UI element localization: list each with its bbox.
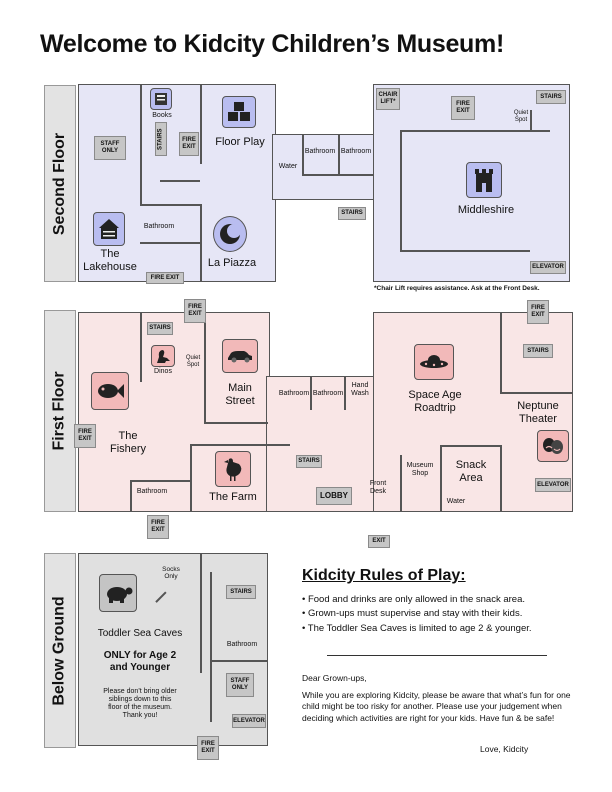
bathroom-label: Bathroom bbox=[226, 641, 258, 648]
theater-masks-icon bbox=[537, 430, 569, 462]
floor-label: Below Ground bbox=[51, 595, 69, 706]
bathroom-label: Bathroom bbox=[340, 148, 372, 155]
bathroom-label: Bathroom bbox=[312, 390, 344, 397]
floor-tab-first: First Floor bbox=[44, 310, 76, 512]
stairs-sign: STAIRS bbox=[338, 207, 366, 220]
fire-exit-sign: FIRE EXIT bbox=[147, 515, 169, 539]
staff-only-sign: STAFF ONLY bbox=[94, 136, 126, 160]
bathroom-label: Bathroom bbox=[143, 223, 175, 230]
age-restriction-label: ONLY for Age 2 and Younger bbox=[103, 650, 177, 673]
blocks-icon bbox=[222, 96, 256, 128]
water-label: Water bbox=[446, 498, 466, 505]
exit-sign: EXIT bbox=[368, 535, 390, 548]
quiet-spot-label: Quiet Spot bbox=[185, 355, 201, 368]
turtle-icon bbox=[99, 574, 137, 612]
floor-tab-second: Second Floor bbox=[44, 85, 76, 282]
hand-wash-label: Hand Wash bbox=[351, 382, 369, 398]
fire-exit-sign: FIRE EXIT bbox=[146, 272, 184, 284]
car-icon bbox=[222, 339, 258, 373]
siblings-note: Please don’t bring older siblings down t… bbox=[103, 688, 177, 720]
dinosaur-icon bbox=[151, 345, 175, 367]
elevator-sign: ELEVATOR bbox=[232, 714, 266, 728]
museum-shop-label: Museum Shop bbox=[406, 462, 434, 478]
fire-exit-sign: FIRE EXIT bbox=[527, 300, 549, 324]
letter-signoff: Love, Kidcity bbox=[480, 744, 529, 754]
front-desk-label: Front Desk bbox=[369, 480, 387, 496]
water-label: Water bbox=[278, 163, 298, 170]
fire-exit-sign: FIRE EXIT bbox=[184, 299, 206, 323]
floor-play-label: Floor Play bbox=[215, 136, 265, 148]
rules-list: Food and drinks are only allowed in the … bbox=[302, 593, 602, 636]
moon-icon bbox=[213, 216, 247, 252]
books-label: Books bbox=[152, 112, 172, 119]
quiet-spot-label: Quiet Spot bbox=[513, 110, 529, 123]
fish-icon bbox=[91, 372, 129, 410]
the-farm-label: The Farm bbox=[209, 491, 257, 503]
stairs-sign: STAIRS bbox=[155, 122, 167, 156]
floor-label: Second Floor bbox=[51, 132, 69, 235]
book-icon bbox=[150, 88, 172, 110]
fire-exit-sign: FIRE EXIT bbox=[451, 96, 475, 120]
bathroom-label: Bathroom bbox=[278, 390, 310, 397]
castle-icon bbox=[466, 162, 502, 198]
snack-area-label: Snack Area bbox=[455, 459, 487, 485]
elevator-sign: ELEVATOR bbox=[530, 261, 566, 274]
la-piazza-label: La Piazza bbox=[207, 257, 257, 269]
fire-exit-sign: FIRE EXIT bbox=[179, 132, 199, 156]
neptune-theater-label: Neptune Theater bbox=[517, 400, 559, 426]
staff-only-sign: STAFF ONLY bbox=[226, 673, 254, 697]
fire-exit-sign: FIRE EXIT bbox=[197, 736, 219, 760]
chicken-icon bbox=[215, 451, 251, 487]
rules-title: Kidcity Rules of Play: bbox=[302, 567, 466, 584]
middleshire-label: Middleshire bbox=[457, 204, 515, 216]
stairs-sign: STAIRS bbox=[536, 90, 566, 104]
page-title: Welcome to Kidcity Children’s Museum! bbox=[40, 30, 504, 58]
ufo-icon bbox=[414, 344, 454, 380]
lakehouse-label: The Lakehouse bbox=[83, 248, 137, 274]
cabin-icon bbox=[93, 212, 125, 246]
letter-greeting: Dear Grown-ups, bbox=[302, 673, 367, 683]
rule-item: Grown-ups must supervise and stay with t… bbox=[302, 607, 602, 621]
stairs-sign: STAIRS bbox=[226, 585, 256, 599]
floor-label: First Floor bbox=[51, 371, 69, 451]
fishery-label: The Fishery bbox=[109, 430, 147, 456]
chair-lift-sign: CHAIR LIFT* bbox=[376, 88, 400, 110]
main-street-label: Main Street bbox=[225, 382, 255, 408]
stairs-sign: STAIRS bbox=[147, 322, 173, 335]
chair-lift-note: *Chair Lift requires assistance. Ask at … bbox=[374, 285, 540, 292]
bathroom-label: Bathroom bbox=[304, 148, 336, 155]
lobby-sign: LOBBY bbox=[316, 487, 352, 505]
stairs-sign: STAIRS bbox=[523, 344, 553, 358]
elevator-sign: ELEVATOR bbox=[535, 478, 571, 492]
letter-body: While you are exploring Kidcity, please … bbox=[302, 690, 571, 723]
stairs-sign: STAIRS bbox=[296, 455, 322, 468]
socks-only-label: Socks Only bbox=[162, 566, 180, 581]
floor-tab-below: Below Ground bbox=[44, 553, 76, 748]
rule-item: The Toddler Sea Caves is limited to age … bbox=[302, 622, 602, 636]
fire-exit-sign: FIRE EXIT bbox=[74, 424, 96, 448]
space-age-roadtrip-label: Space Age Roadtrip bbox=[408, 389, 462, 415]
bathroom-label: Bathroom bbox=[136, 488, 168, 495]
toddler-sea-caves-label: Toddler Sea Caves bbox=[97, 628, 183, 639]
rule-item: Food and drinks are only allowed in the … bbox=[302, 593, 602, 607]
second-floor-corridor bbox=[272, 134, 380, 200]
dinos-label: Dinos bbox=[154, 368, 172, 375]
divider bbox=[327, 655, 547, 656]
